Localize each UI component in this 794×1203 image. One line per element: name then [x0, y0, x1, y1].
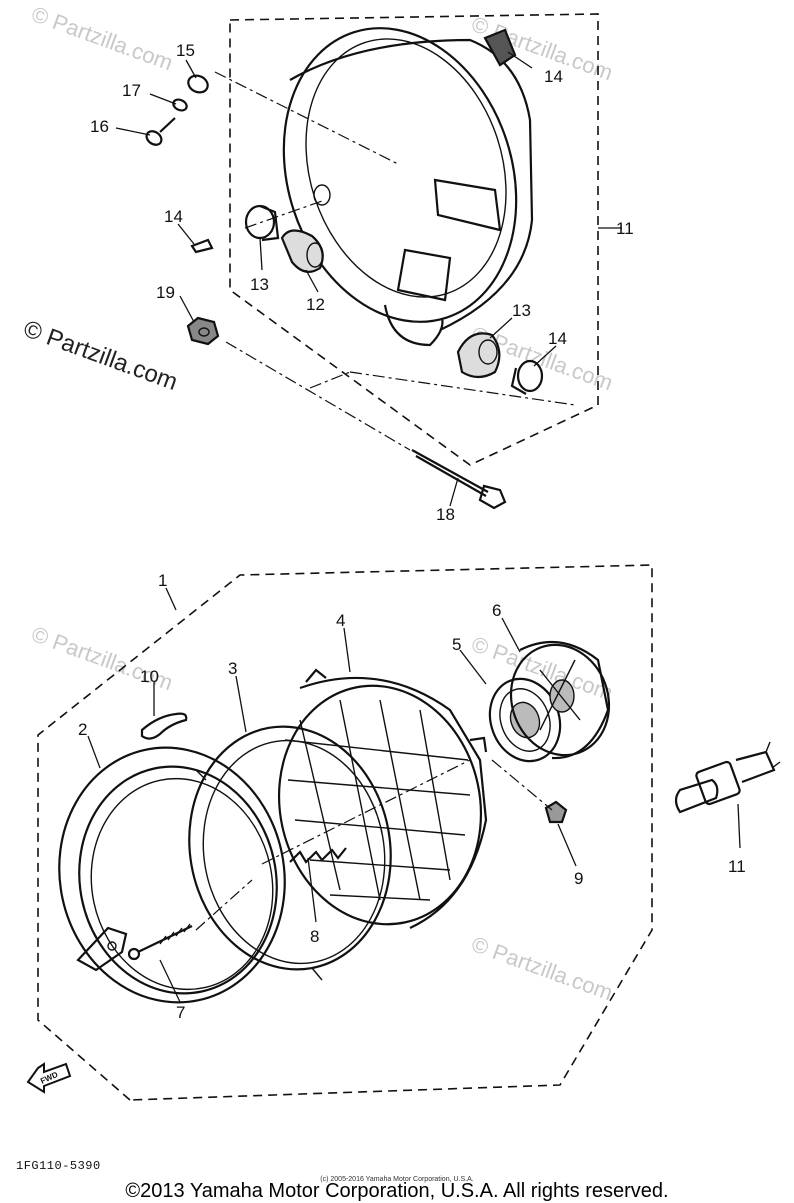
halogen-bulb-11 — [674, 741, 781, 814]
nut-21 — [186, 316, 220, 346]
callout-19: 17 — [122, 81, 141, 100]
headlight-unit-boundary — [37, 564, 653, 1101]
callout-14-right: 14 — [548, 329, 567, 348]
clip-15 — [483, 28, 517, 67]
callout-6: 6 — [492, 601, 501, 620]
callout-7: 7 — [176, 1003, 185, 1022]
housing-assembly — [115, 13, 622, 510]
callout-1: 1 — [158, 571, 167, 590]
mounting-ring — [188, 725, 392, 981]
callout-4: 4 — [336, 611, 345, 630]
bolt-20 — [411, 449, 507, 510]
callout-17: 15 — [176, 41, 195, 60]
spring-clip-10 — [140, 712, 188, 740]
housing-boundary — [229, 13, 599, 466]
callout-16: 14 — [164, 207, 183, 226]
pin-16 — [190, 238, 214, 254]
callout-9: 9 — [574, 869, 583, 888]
clip-9 — [544, 800, 568, 824]
forward-arrow-icon: FWD — [26, 1062, 72, 1094]
watermark: © Partzilla.com — [28, 1, 176, 75]
callout-15: 14 — [544, 67, 563, 86]
collar-13-right — [456, 332, 501, 379]
callout-13-left: 12 — [306, 295, 325, 314]
callout-12: 11 — [616, 219, 634, 238]
callout-3: 3 — [228, 659, 237, 678]
callout-21: 19 — [156, 283, 175, 302]
callout-18: 16 — [90, 117, 109, 136]
callout-11: 11 — [728, 857, 746, 876]
socket-housing — [509, 640, 611, 760]
washer-17 — [187, 74, 209, 94]
callout-14-left: 13 — [250, 275, 269, 294]
watermark: © Partzilla.com — [468, 931, 616, 1005]
upper-callouts: 15 17 16 14 14 11 13 12 19 13 14 18 — [90, 41, 634, 524]
headlight-rim — [58, 746, 286, 1004]
copyright-notice: ©2013 Yamaha Motor Corporation, U.S.A. A… — [125, 1180, 669, 1202]
headlight-unit-assembly — [37, 564, 781, 1101]
diagram-code: 1FG110-5390 — [16, 1159, 101, 1173]
lower-callouts: 1 2 3 4 5 6 7 8 9 10 11 — [78, 571, 746, 1022]
watermark-main: © Partzilla.com — [20, 315, 181, 396]
callout-2: 2 — [78, 720, 87, 739]
headlight-lens — [277, 668, 488, 929]
callout-20: 18 — [436, 505, 455, 524]
callout-8: 8 — [310, 927, 319, 946]
callout-13-right: 13 — [512, 301, 531, 320]
grommet-14-right — [510, 359, 544, 395]
headlight-housing — [282, 27, 534, 347]
spring-8 — [289, 847, 347, 864]
grommet-14-left — [244, 204, 280, 242]
callout-5: 5 — [452, 635, 461, 654]
callout-10: 10 — [140, 667, 159, 686]
small-copyright: (c) 2005-2016 Yamaha Motor Corporation, … — [320, 1176, 474, 1183]
washer-19 — [172, 98, 188, 112]
screw-18 — [145, 117, 176, 146]
adjusting-screw-7 — [127, 923, 193, 961]
collar-13-left — [280, 229, 324, 273]
